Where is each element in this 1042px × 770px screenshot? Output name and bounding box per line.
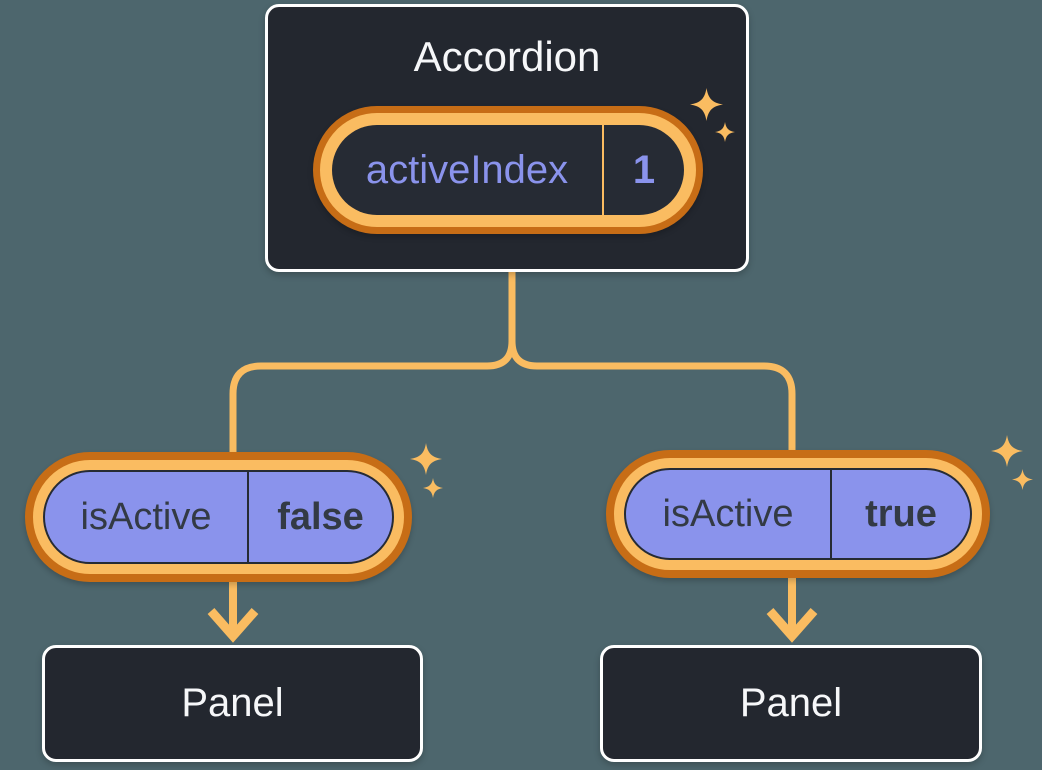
panel-card-left: Panel: [42, 645, 423, 762]
state-pill-divider: [602, 125, 604, 215]
prop-pill-left-divider: [247, 472, 249, 562]
panel-left-label: Panel: [181, 681, 284, 725]
accordion-card: Accordion activeIndex 1: [265, 4, 749, 272]
branch-right-line: [508, 272, 796, 450]
prop-pill-right-label: isActive: [662, 492, 794, 535]
state-pill: activeIndex 1: [313, 106, 703, 234]
state-pill-value: 1: [632, 147, 656, 192]
sparkle-icon: [991, 435, 1023, 467]
prop-pill-right-divider: [830, 470, 832, 558]
sparkle-icon: [1012, 469, 1033, 490]
prop-pill-left: isActive false: [25, 452, 412, 582]
state-pill-label: activeIndex: [365, 147, 569, 192]
sparkle-icon: [423, 478, 443, 498]
accordion-title: Accordion: [413, 33, 601, 80]
branch-left-line: [229, 272, 516, 452]
prop-pill-right-value: true: [865, 492, 937, 535]
panel-card-right: Panel: [600, 645, 982, 762]
prop-pill-right: isActive true: [606, 450, 990, 578]
arrow-down-right-head: [766, 608, 818, 643]
arrow-down-left-head: [207, 608, 259, 643]
prop-pill-left-value: false: [277, 495, 364, 538]
panel-right-label: Panel: [739, 681, 843, 725]
sparkle-icon: [410, 443, 442, 475]
prop-pill-left-label: isActive: [80, 495, 212, 538]
